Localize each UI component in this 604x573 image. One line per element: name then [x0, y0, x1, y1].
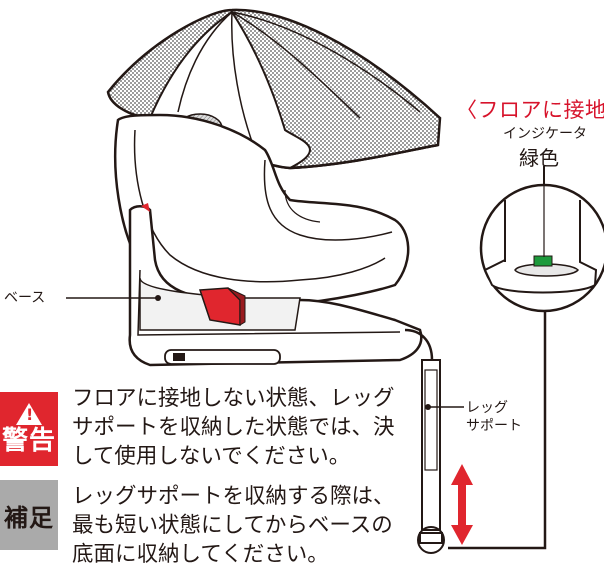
base-leader-dot: [155, 295, 161, 301]
warning-badge-label: 警告: [1, 426, 56, 456]
indicator-label: インジケータ: [503, 126, 587, 142]
note-badge: 補足: [0, 480, 58, 550]
leg-support-label: レッグ サポート: [466, 400, 522, 434]
callout-title: 〈フロアに接地: [456, 98, 604, 122]
base: [128, 203, 423, 367]
note-badge-label: 補足: [4, 503, 54, 532]
warning-badge: ! 警告: [0, 392, 58, 466]
warning-text: フロアに接地しない状態、レッグサポートを収納した状態では、決して使用しないでくだ…: [72, 386, 395, 469]
indicator-color-label: 緑色: [519, 146, 559, 170]
leg-leader-dot: [425, 404, 431, 410]
warning-triangle-icon: !: [16, 403, 42, 425]
base-label: ベース: [4, 290, 46, 306]
indicator-callout: [448, 166, 604, 550]
extend-arrow: [451, 464, 473, 545]
note-text: レッグサポートを収納する際は、最も短い状態にしてからベースの底面に収納してくださ…: [72, 484, 395, 567]
leg-support: [404, 328, 445, 554]
